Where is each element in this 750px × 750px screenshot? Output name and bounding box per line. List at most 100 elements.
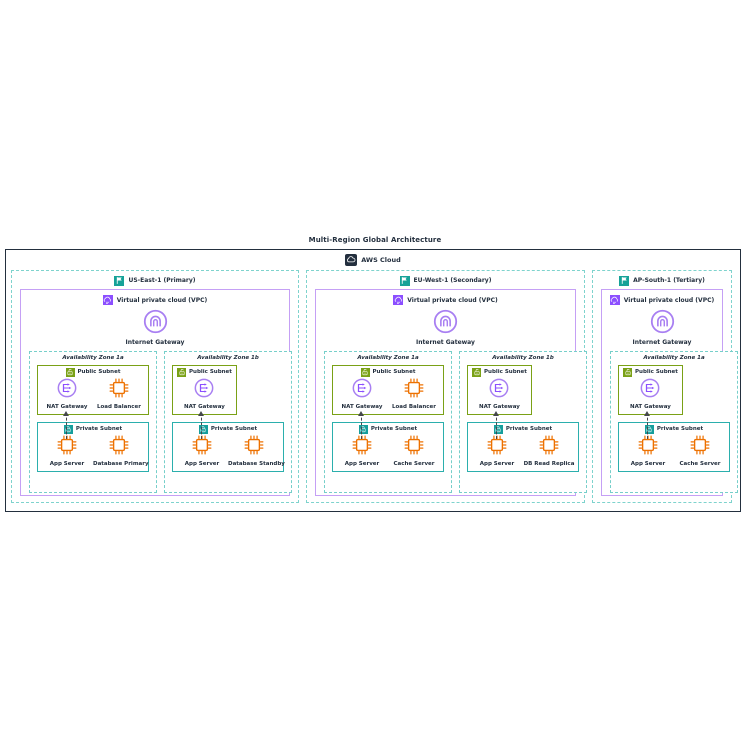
private-subnet-box: Private Subnet App Server DB Read Replic…	[467, 422, 579, 472]
internet-gateway-label: Internet Gateway	[416, 339, 475, 346]
nat-gateway-node: NAT Gateway	[336, 378, 388, 410]
az-us-east-1a: Availability Zone 1a Public Subnet NAT G…	[29, 351, 157, 493]
public-subnet-items: NAT Gateway	[173, 378, 236, 414]
nat-gateway-node: NAT Gateway	[624, 378, 676, 410]
public-subnet-box: Public Subnet NAT Gateway Load Balancer	[332, 365, 444, 415]
nat-gateway-icon	[57, 378, 77, 398]
cache-server-node: Cache Server	[388, 435, 440, 467]
public-subnet-header: Public Subnet	[619, 366, 682, 378]
vpc-box: Virtual private cloud (VPC) Internet Gat…	[315, 289, 587, 496]
app-server-node: App Server	[41, 435, 93, 467]
region-flag-icon	[619, 275, 630, 286]
node-label: NAT Gateway	[341, 404, 383, 410]
load-balancer-icon	[109, 378, 129, 398]
public-subnet-header: Public Subnet	[173, 366, 236, 378]
node-label: App Server	[479, 461, 515, 467]
region-name: US-East-1 (Primary)	[128, 277, 196, 284]
node-label: App Server	[49, 461, 85, 467]
nat-gateway-icon	[194, 378, 214, 398]
app-server-icon	[192, 435, 212, 455]
az-row: Availability Zone 1a Public Subnet NAT G…	[29, 351, 292, 493]
region-name: EU-West-1 (Secondary)	[413, 277, 492, 284]
az-eu-west-1b: Availability Zone 1b Public Subnet NAT G…	[459, 351, 587, 493]
internet-gateway: Internet Gateway	[602, 309, 722, 346]
region-name: AP-South-1 (Tertiary)	[633, 277, 705, 284]
region-header: AP-South-1 (Tertiary)	[593, 274, 731, 287]
private-subnet-box: Private Subnet App Server Cache Server	[618, 422, 730, 472]
private-subnet-lock-icon	[358, 424, 368, 434]
node-label: NAT Gateway	[479, 404, 520, 410]
app-server-node: App Server	[471, 435, 523, 467]
private-subnet-label: Private Subnet	[656, 426, 704, 432]
region-flag-icon	[114, 275, 125, 286]
node-label: NAT Gateway	[184, 404, 225, 410]
database-primary-node: Database Primary	[93, 435, 149, 467]
region-header: US-East-1 (Primary)	[12, 274, 298, 287]
aws-cloud-container: AWS Cloud US-East-1 (Primary) Virtual pr…	[5, 249, 741, 512]
internet-gateway-label: Internet Gateway	[632, 339, 692, 346]
vpc-header: Virtual private cloud (VPC)	[316, 294, 575, 306]
cache-server-node: Cache Server	[674, 435, 726, 467]
nat-gateway-node: NAT Gateway	[178, 378, 230, 410]
aws-cloud-icon	[345, 253, 358, 266]
private-subnet-box: Private Subnet App Server Database Stand…	[172, 422, 285, 472]
nat-gateway-icon	[489, 378, 509, 398]
node-label: App Server	[630, 461, 666, 467]
aws-cloud-label: AWS Cloud	[361, 255, 401, 264]
vpc-header: Virtual private cloud (VPC)	[602, 294, 722, 306]
node-label: Load Balancer	[97, 404, 141, 410]
private-subnet-items: App Server Database Primary	[38, 435, 149, 471]
app-server-node: App Server	[176, 435, 228, 467]
load-balancer-icon	[404, 378, 424, 398]
private-subnet-box: Private Subnet App Server Database Prima…	[37, 422, 149, 472]
region-us-east-1: US-East-1 (Primary) Virtual private clou…	[11, 270, 299, 503]
node-label: Cache Server	[393, 461, 435, 467]
internet-gateway-label: Internet Gateway	[125, 339, 185, 346]
vpc-box: Virtual private cloud (VPC) Internet Gat…	[20, 289, 292, 496]
nat-gateway-node: NAT Gateway	[473, 378, 525, 410]
internet-gateway-icon	[143, 309, 168, 334]
app-server-icon	[57, 435, 77, 455]
private-subnet-items: App Server DB Read Replica	[468, 435, 578, 471]
public-subnet-header: Public Subnet	[38, 366, 148, 378]
app-server-icon	[352, 435, 372, 455]
az-label: Availability Zone 1a	[62, 355, 124, 361]
az-eu-west-1a: Availability Zone 1a Public Subnet NAT G…	[324, 351, 452, 493]
database-icon	[109, 435, 129, 455]
node-label: Cache Server	[679, 461, 721, 467]
public-subnet-icon	[65, 367, 75, 377]
vpc-header: Virtual private cloud (VPC)	[21, 294, 289, 306]
vpc-label: Virtual private cloud (VPC)	[623, 296, 715, 304]
public-subnet-items: NAT Gateway	[468, 378, 531, 414]
region-header: EU-West-1 (Secondary)	[307, 274, 584, 287]
private-to-nat-arrow	[63, 411, 69, 439]
public-subnet-label: Public Subnet	[189, 369, 232, 375]
az-label: Availability Zone 1b	[197, 355, 259, 361]
cache-server-icon	[690, 435, 710, 455]
nat-gateway-icon	[352, 378, 372, 398]
public-subnet-box: Public Subnet NAT Gateway	[172, 365, 237, 415]
private-subnet-header: Private Subnet	[333, 423, 443, 435]
public-subnet-icon	[472, 367, 481, 377]
public-subnet-label: Public Subnet	[77, 369, 121, 375]
region-ap-south-1: AP-South-1 (Tertiary) Virtual private cl…	[592, 270, 738, 503]
private-subnet-lock-icon	[198, 424, 208, 434]
public-subnet-label: Public Subnet	[635, 369, 678, 375]
private-subnet-label: Private Subnet	[370, 426, 418, 432]
az-label: Availability Zone 1a	[357, 355, 419, 361]
private-subnet-items: App Server Database Standby	[173, 435, 285, 471]
private-to-nat-arrow	[493, 411, 499, 439]
private-subnet-label: Private Subnet	[210, 426, 258, 432]
vpc-icon	[609, 295, 620, 305]
private-to-nat-arrow	[198, 411, 204, 439]
private-subnet-box: Private Subnet App Server Cache Server	[332, 422, 444, 472]
private-subnet-label: Private Subnet	[505, 426, 553, 432]
public-subnet-icon	[360, 367, 370, 377]
app-server-icon	[487, 435, 507, 455]
app-server-node: App Server	[622, 435, 674, 467]
private-subnet-header: Private Subnet	[468, 423, 578, 435]
private-subnet-lock-icon	[493, 424, 503, 434]
node-label: NAT Gateway	[630, 404, 671, 410]
public-subnet-box: Public Subnet NAT Gateway	[467, 365, 532, 415]
app-server-icon	[638, 435, 658, 455]
